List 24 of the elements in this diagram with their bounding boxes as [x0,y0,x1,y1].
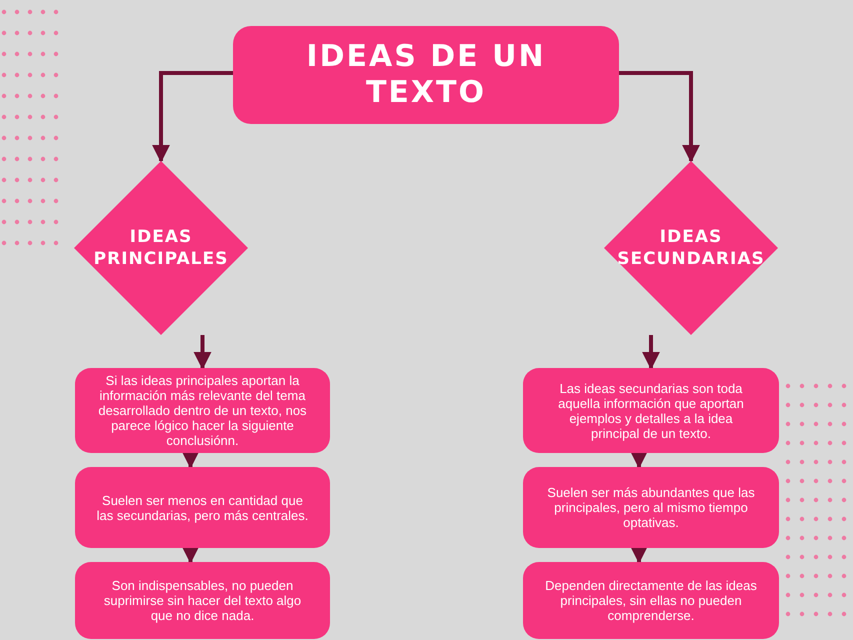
process-box [75,467,330,548]
diamond-label: IDEAS SECUNDARIAS [616,226,766,270]
box-text: Las ideas secundarias son toda aquella información que aportan ejemplos y detalles a la idea principal de un texto. [557,380,745,440]
diamond-label: IDEAS PRINCIPALES [92,226,230,270]
arrow [619,71,700,163]
process-box [75,562,330,639]
box-text: Dependen directamente de las ideas principales, sin ellas no pueden comprenderse. [544,578,758,623]
box-text: Suelen ser más abundantes que las principales, pero al mismo tiempo optativas. [546,485,756,530]
title-text: IDEAS DE UN TEXTO [305,39,547,111]
process-box [523,467,779,548]
box-text: Si las ideas principales aportan la información más relevante del tema desarrollado dentro de un texto, nos parece lógico hacer la siguiente conclusiónn. [97,373,308,448]
box-text: Son indispensables, no pueden suprimirse sin hacer del texto algo que no dice nada. [102,578,302,623]
arrow [630,450,648,469]
arrow [152,71,233,163]
process-box [523,562,779,639]
arrow [630,546,648,564]
box-text: Suelen ser menos en cantidad que las secundarias, pero más centrales. [96,492,310,522]
arrow [194,335,212,370]
arrow [182,450,200,469]
arrow [642,335,660,370]
process-box [523,368,779,453]
process-box [75,368,330,453]
arrow [182,546,200,564]
title-box [233,26,619,124]
